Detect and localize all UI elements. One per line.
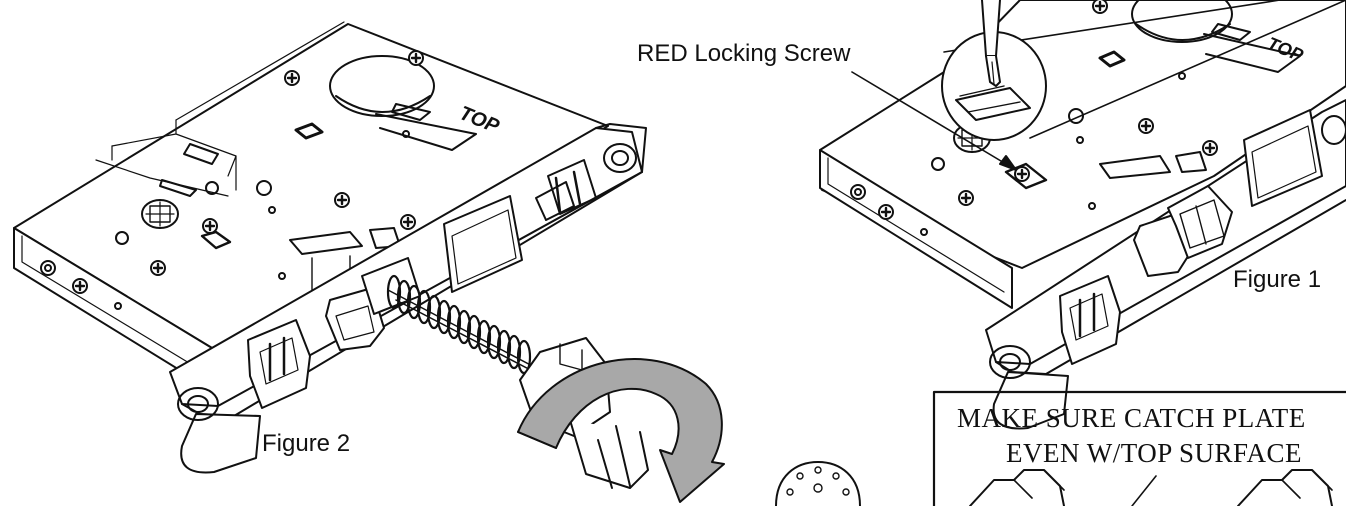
note-line-1: MAKE SURE CATCH PLATE [957, 403, 1306, 433]
red-locking-screw-label: RED Locking Screw [637, 40, 851, 67]
knob [775, 461, 861, 506]
rotation-arrow [517, 358, 725, 503]
figure-1-label: Figure 1 [1233, 266, 1322, 293]
figure-2-lock-body: TOP [13, 21, 609, 391]
note-box [932, 390, 1346, 506]
locking-screw-leader [851, 71, 1017, 171]
figure-1-faceplate [985, 99, 1346, 430]
note-line-2: EVEN W/TOP SURFACE [1006, 438, 1303, 468]
figure-2-faceplate [169, 123, 647, 474]
figure-2-spring [386, 274, 547, 379]
figure-2-label: Figure 2 [262, 430, 351, 457]
screwdriver [981, 0, 1001, 87]
